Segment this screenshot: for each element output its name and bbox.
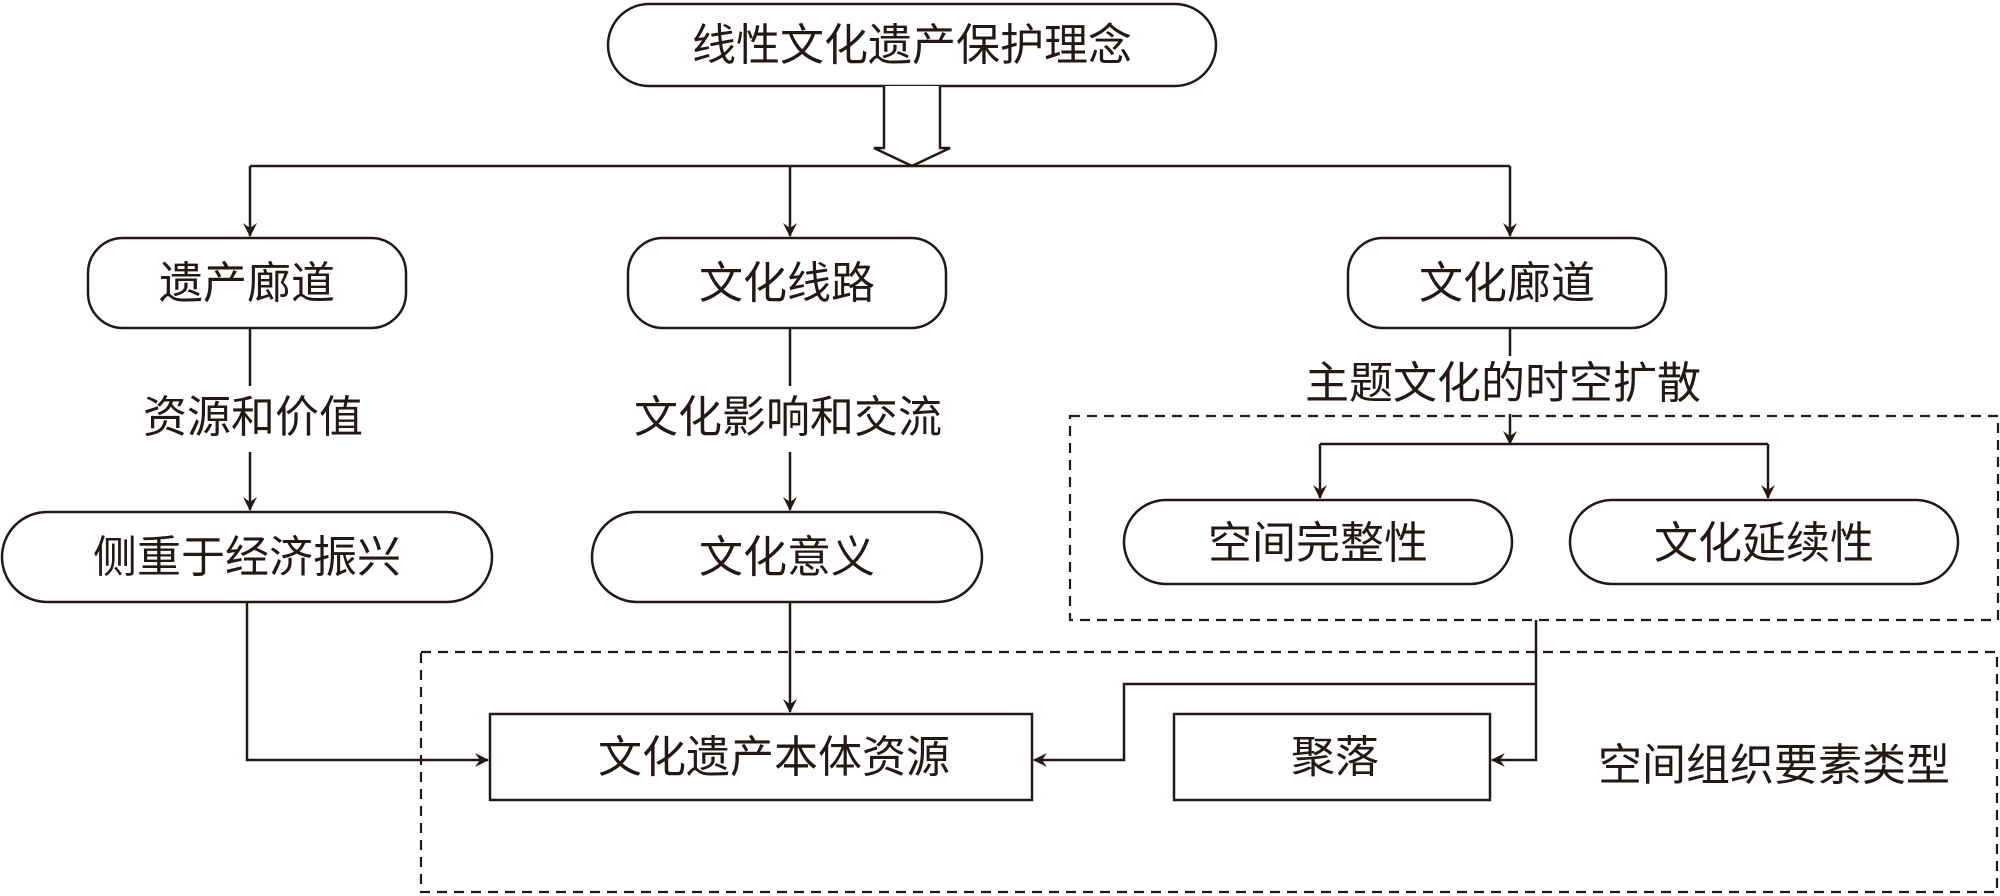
route-relation-label: 文化影响和交流: [634, 392, 942, 443]
economic-to-resource-arrow: [245, 602, 489, 767]
cultural-corridor-label: 文化廊道: [1419, 258, 1595, 309]
heritage-relation-label: 资源和价值: [143, 392, 363, 443]
cultural-continuity-box: [1568, 498, 1960, 586]
cultural-significance-box: [590, 510, 984, 604]
settlement-label: 聚落: [1291, 732, 1379, 783]
heritage-corridor-label: 遗产廊道: [159, 258, 335, 309]
spatial-integrity-box: [1122, 498, 1514, 586]
heritage-resource-box: [488, 712, 1034, 802]
element-type-label: 空间组织要素类型: [1598, 740, 1950, 791]
cultural-significance-label: 文化意义: [699, 532, 875, 583]
corridor-relation-label: 主题文化的时空扩散: [1305, 358, 1701, 409]
corridor-dashed-group: [1068, 414, 2000, 622]
element-type-dashed-group: [419, 650, 1999, 894]
heritage-resource-label: 文化遗产本体资源: [598, 732, 950, 783]
cultural-route-box: [626, 236, 948, 330]
cultural-route-label: 文化线路: [699, 258, 875, 309]
corridor-group-to-resource-arrow: [1033, 682, 1536, 767]
settlement-box: [1172, 712, 1492, 802]
corridor-group-to-settlement-arrow: [1491, 620, 1538, 767]
cultural-corridor-box: [1346, 236, 1668, 330]
top-concept-label: 线性文化遗产保护理念: [692, 20, 1132, 71]
spatial-integrity-label: 空间完整性: [1208, 518, 1428, 569]
hollow-down-arrow: [873, 86, 951, 168]
cultural-continuity-label: 文化延续性: [1654, 518, 1874, 569]
economic-focus-label: 侧重于经济振兴: [93, 532, 401, 583]
heritage-corridor-box: [86, 236, 408, 330]
